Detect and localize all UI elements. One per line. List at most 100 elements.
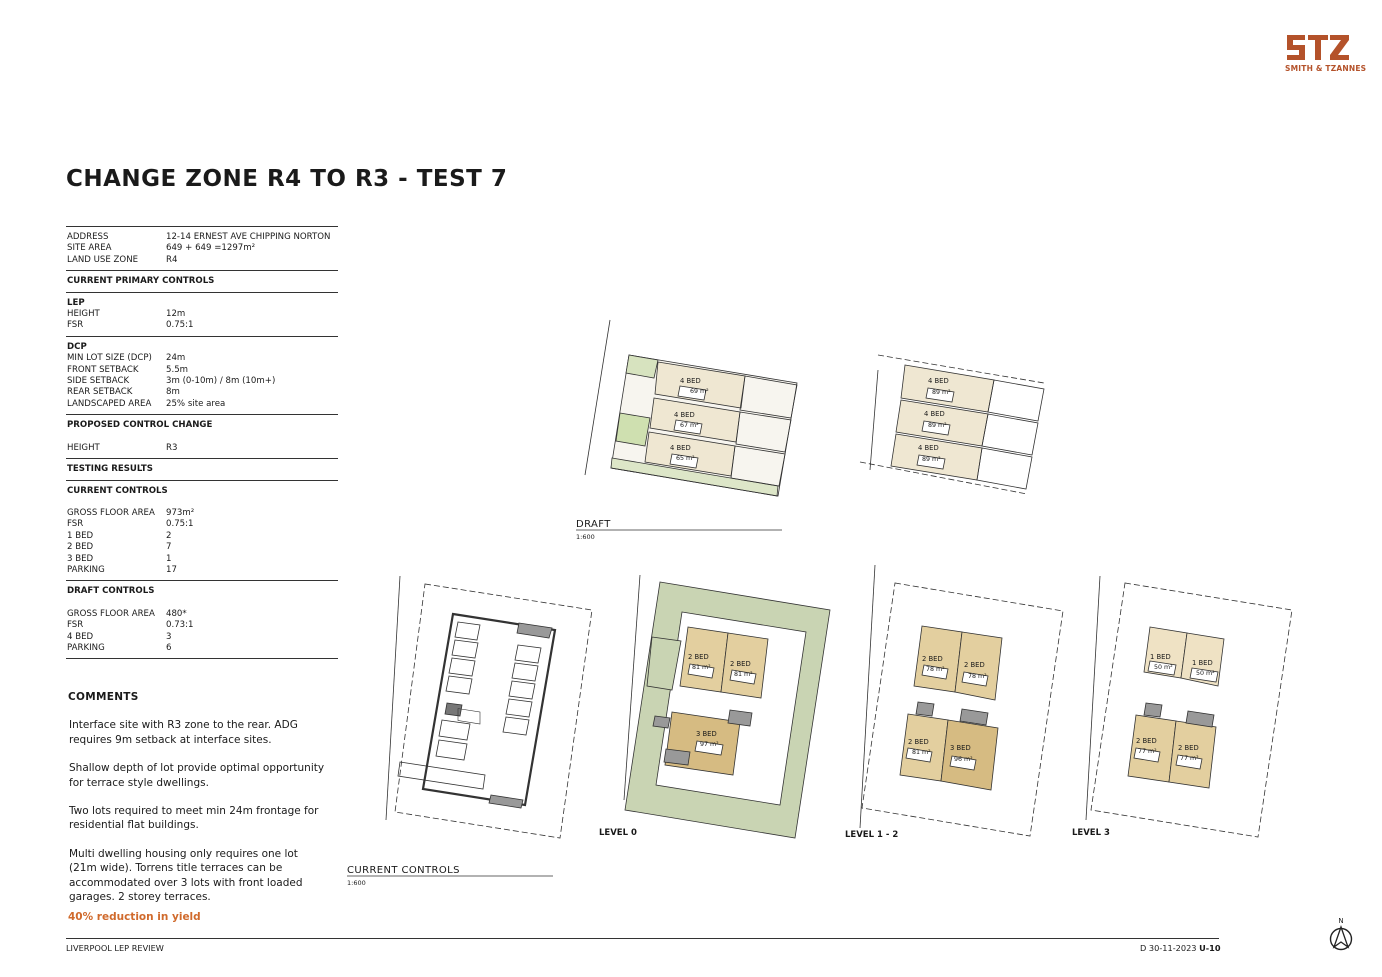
- unit-bed-label: 2 BED: [730, 660, 751, 668]
- control-value: 12-14 ERNEST AVE CHIPPING NORTON: [166, 232, 331, 242]
- control-label: LANDSCAPED AREA: [67, 398, 152, 409]
- unit-bed-label: 2 BED: [922, 655, 943, 663]
- current-controls-caption: CURRENT CONTROLS 1:600: [347, 865, 460, 887]
- unit-area-label: 50 m²: [1154, 664, 1173, 671]
- control-value: 6: [166, 642, 172, 653]
- current-caption-scale: 1:600: [347, 879, 366, 887]
- draft-caption-scale: 1:600: [576, 533, 595, 541]
- control-value: 649 + 649 =1297m²: [166, 243, 256, 254]
- unit-bed-label: 4 BED: [680, 377, 701, 385]
- control-value: 973m²: [166, 507, 195, 518]
- unit-area-label: 89 m²: [922, 456, 941, 463]
- unit-bed-label: 1 BED: [1192, 659, 1213, 667]
- control-row: REAR SETBACK 8m: [67, 387, 338, 398]
- unit-area-label: 77 m²: [1138, 748, 1157, 755]
- footer-sheet-info: D 30-11-2023 U-10: [1140, 943, 1221, 953]
- current-controls-heading: CURRENT CONTROLS: [67, 485, 168, 496]
- control-label: 4 BED: [67, 631, 94, 642]
- unit-area-label: 78 m²: [926, 666, 945, 673]
- control-value: 5.5m: [166, 364, 189, 375]
- control-value: 0.75:1: [166, 519, 194, 530]
- unit-area-label: 81 m²: [692, 664, 711, 671]
- control-label: FSR: [67, 620, 84, 631]
- unit-bed-label: 3 BED: [696, 730, 717, 738]
- control-label: REAR SETBACK: [67, 387, 133, 398]
- comments-section: COMMENTS Interface site with R3 zone to …: [68, 690, 328, 925]
- control-label: 3 BED: [67, 553, 94, 564]
- level12-label: LEVEL 1 - 2: [845, 830, 899, 840]
- draft-upper-plan: [859, 354, 1045, 495]
- control-row: 1 BED 2: [67, 531, 338, 542]
- proposed-heading: PROPOSED CONTROL CHANGE: [67, 420, 213, 431]
- control-value: 0.73:1: [166, 620, 194, 631]
- level0-label: LEVEL 0: [599, 828, 637, 838]
- level3-plan: [1085, 575, 1293, 838]
- unit-bed-label: 2 BED: [1178, 744, 1199, 752]
- comments-heading: COMMENTS: [68, 691, 139, 703]
- comment-paragraph: Two lots required to meet min 24m fronta…: [69, 805, 319, 832]
- control-row: 3 BED 1: [67, 554, 338, 565]
- control-label: FSR: [67, 519, 84, 530]
- unit-bed-label: 2 BED: [1136, 737, 1157, 745]
- level0-plan: [623, 574, 831, 839]
- level3-label: LEVEL 3: [1072, 828, 1110, 838]
- control-label: PARKING: [67, 564, 105, 575]
- control-label: FRONT SETBACK: [67, 364, 139, 375]
- lep-heading: LEP: [67, 297, 85, 308]
- unit-bed-label: 4 BED: [928, 377, 949, 385]
- control-value: 2: [166, 530, 172, 541]
- unit-bed-label: 4 BED: [670, 444, 691, 452]
- footer-divider: [66, 938, 1219, 939]
- stz-logo-mark: [1287, 35, 1349, 60]
- control-label: HEIGHT: [67, 309, 100, 320]
- control-value: 17: [166, 564, 177, 575]
- control-row: FSR 0.75:1: [67, 320, 338, 331]
- dcp-heading: DCP: [67, 341, 87, 352]
- control-value: 8m: [166, 387, 180, 398]
- draft-controls-heading: DRAFT CONTROLS: [67, 586, 155, 597]
- control-value: 3m (0-10m) / 8m (10m+): [166, 376, 276, 387]
- comment-paragraph: Interface site with R3 zone to the rear.…: [69, 719, 298, 746]
- controls-panel: ADDRESS 12-14 ERNEST AVE CHIPPING NORTON S…: [66, 226, 338, 660]
- control-row: ADDRESS 12-14 ERNEST AVE CHIPPING NORTON: [67, 232, 338, 243]
- control-label: LAND USE ZONE: [67, 254, 139, 265]
- unit-area-label: 78 m²: [968, 673, 987, 680]
- control-label: HEIGHT: [67, 442, 100, 453]
- control-value: 0.75:1: [166, 320, 194, 331]
- footer-date: D 30-11-2023: [1140, 943, 1197, 953]
- control-value: 1: [166, 553, 172, 564]
- control-value: 480*: [166, 608, 187, 619]
- control-label: 1 BED: [67, 530, 94, 541]
- control-row: 4 BED 3: [67, 632, 338, 643]
- control-label: 2 BED: [67, 542, 94, 553]
- unit-area-label: 67 m²: [680, 422, 699, 429]
- unit-area-label: 81 m²: [912, 749, 931, 756]
- control-label: FSR: [67, 320, 84, 331]
- unit-area-label: 69 m²: [690, 388, 709, 395]
- unit-bed-label: 4 BED: [924, 410, 945, 418]
- control-value: 3: [166, 631, 172, 642]
- control-row: PARKING 17: [67, 565, 338, 576]
- unit-area-label: 65 m²: [676, 455, 695, 462]
- draft-ground-plan: [584, 319, 798, 497]
- north-arrow-icon: N: [1327, 917, 1355, 955]
- testing-heading: TESTING RESULTS: [67, 464, 153, 475]
- yield-highlight: 40% reduction in yield: [68, 911, 201, 924]
- current-caption-title: CURRENT CONTROLS: [347, 865, 460, 876]
- unit-bed-label: 2 BED: [908, 738, 929, 746]
- control-row: MIN LOT SIZE (DCP)24m: [67, 353, 338, 364]
- unit-bed-label: 3 BED: [950, 744, 971, 752]
- unit-area-label: 97 m²: [700, 741, 719, 748]
- north-label: N: [1338, 917, 1344, 925]
- control-label: ADDRESS: [67, 232, 109, 242]
- unit-area-label: 89 m²: [932, 389, 951, 396]
